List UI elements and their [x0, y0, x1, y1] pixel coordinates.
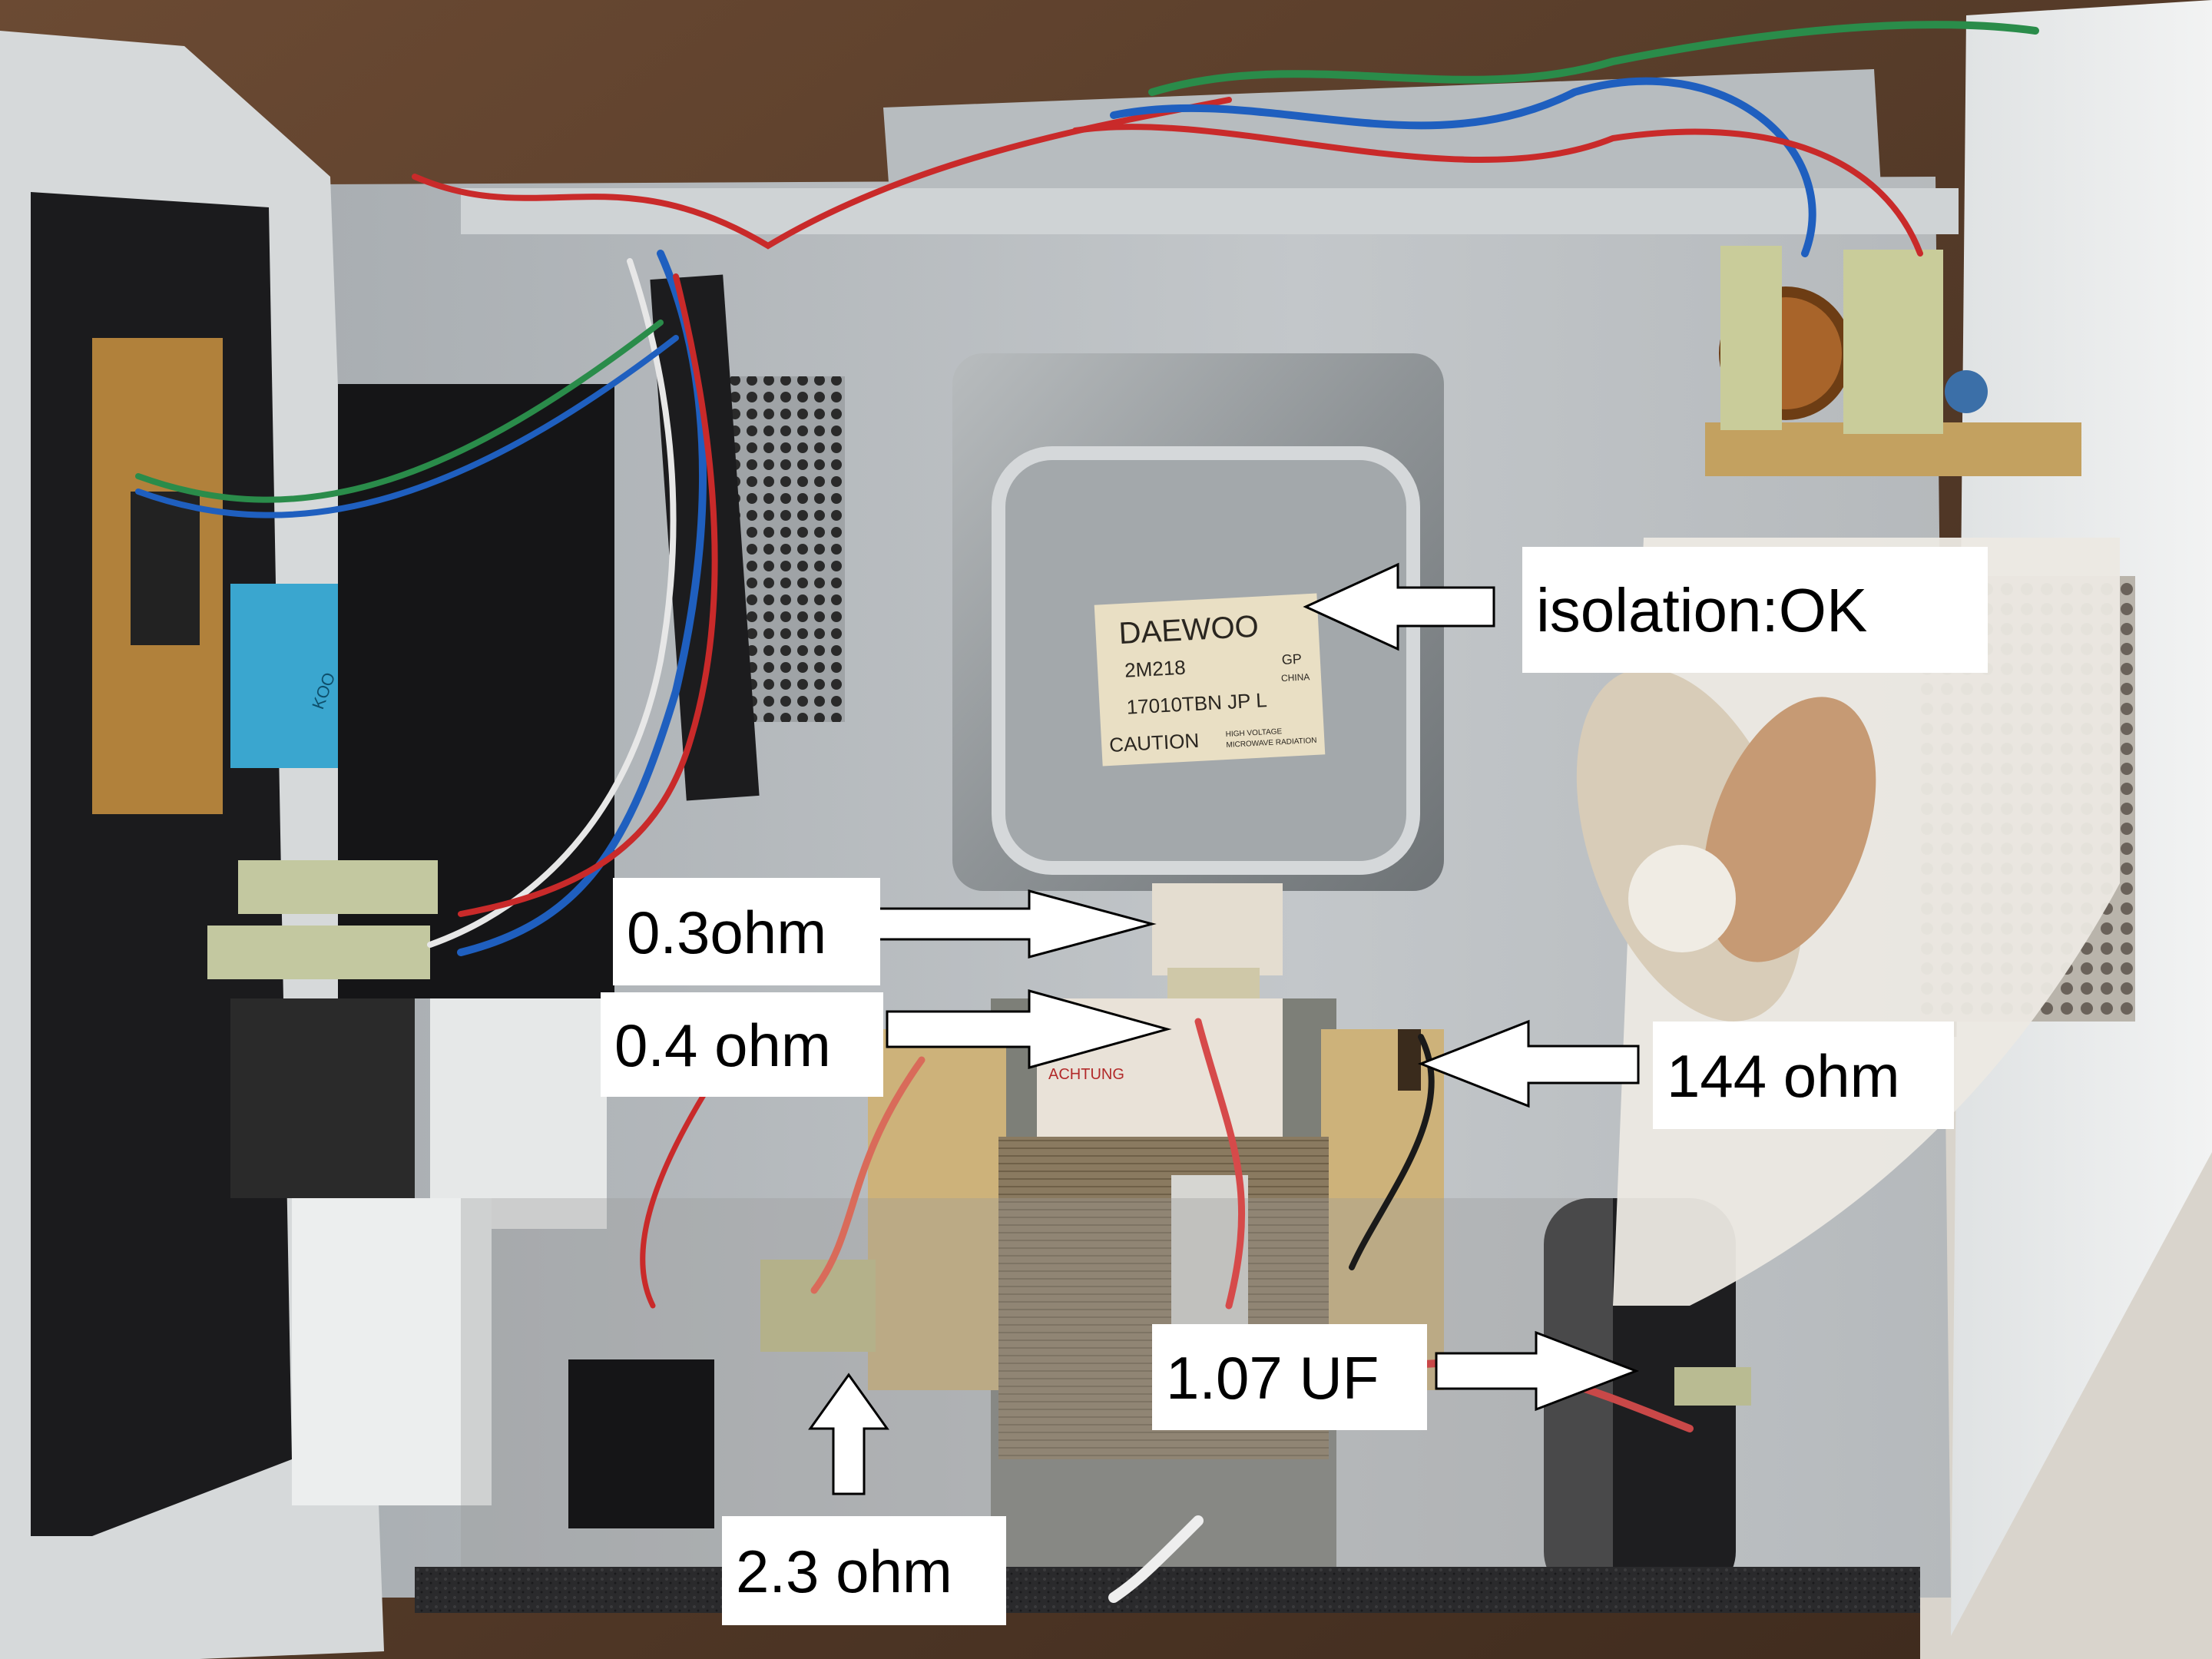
annotation-arrows	[808, 562, 1640, 1495]
arrow-2-3ohm	[808, 1373, 889, 1495]
top-bracket	[883, 69, 1882, 215]
arrow-144ohm	[1417, 1019, 1640, 1108]
filter-connector-1	[1720, 246, 1782, 430]
arrow-1-07uf	[1435, 1330, 1640, 1412]
fan-hub	[1628, 845, 1736, 952]
annotation-1-07uf: 1.07 UF	[1152, 1324, 1427, 1430]
sticker-mark: GP	[1281, 651, 1302, 667]
lower-left-mount	[292, 1198, 492, 1505]
magnetron-terminal-housing	[1152, 883, 1283, 975]
magnetron-sticker	[1094, 593, 1326, 767]
left-bracket	[430, 998, 607, 1229]
control-chip	[131, 492, 200, 645]
sticker-origin: CHINA	[1281, 671, 1310, 684]
filter-capacitor	[1945, 370, 1988, 413]
sticker-warning: CAUTION	[1108, 729, 1199, 757]
filter-connector-2	[1843, 250, 1943, 434]
fuse-holder	[760, 1260, 876, 1352]
top-rail	[461, 188, 1959, 234]
capacitor-terminal	[1674, 1367, 1751, 1406]
annotation-isolation: isolation:OK	[1522, 547, 1988, 673]
annotation-0-3ohm: 0.3ohm	[613, 878, 880, 985]
arrow-0-4ohm	[886, 989, 1172, 1069]
sticker-brand: DAEWOO	[1118, 610, 1260, 651]
sticker-model: 2M218	[1124, 656, 1186, 682]
sticker-warning-detail-1: HIGH VOLTAGE	[1225, 727, 1282, 739]
connector-block-2	[207, 926, 430, 979]
arrow-isolation	[1303, 562, 1495, 651]
connector-block-1	[238, 860, 438, 914]
fan-blade-2	[1703, 697, 1876, 962]
wiring	[135, 21, 2039, 1603]
transformer-label-text: ACHTUNG	[1048, 1066, 1124, 1083]
foam-strip	[415, 1567, 1920, 1613]
annotation-2-3ohm: 2.3 ohm	[722, 1516, 1006, 1625]
black-block	[568, 1359, 714, 1528]
hv-diode	[1398, 1029, 1421, 1091]
arrow-0-3ohm	[876, 889, 1157, 959]
annotation-144ohm: 144 ohm	[1653, 1022, 1954, 1129]
transformer-coil-left	[868, 1029, 1006, 1390]
annotation-0-4ohm: 0.4 ohm	[601, 992, 883, 1097]
switch-bank	[230, 998, 415, 1198]
